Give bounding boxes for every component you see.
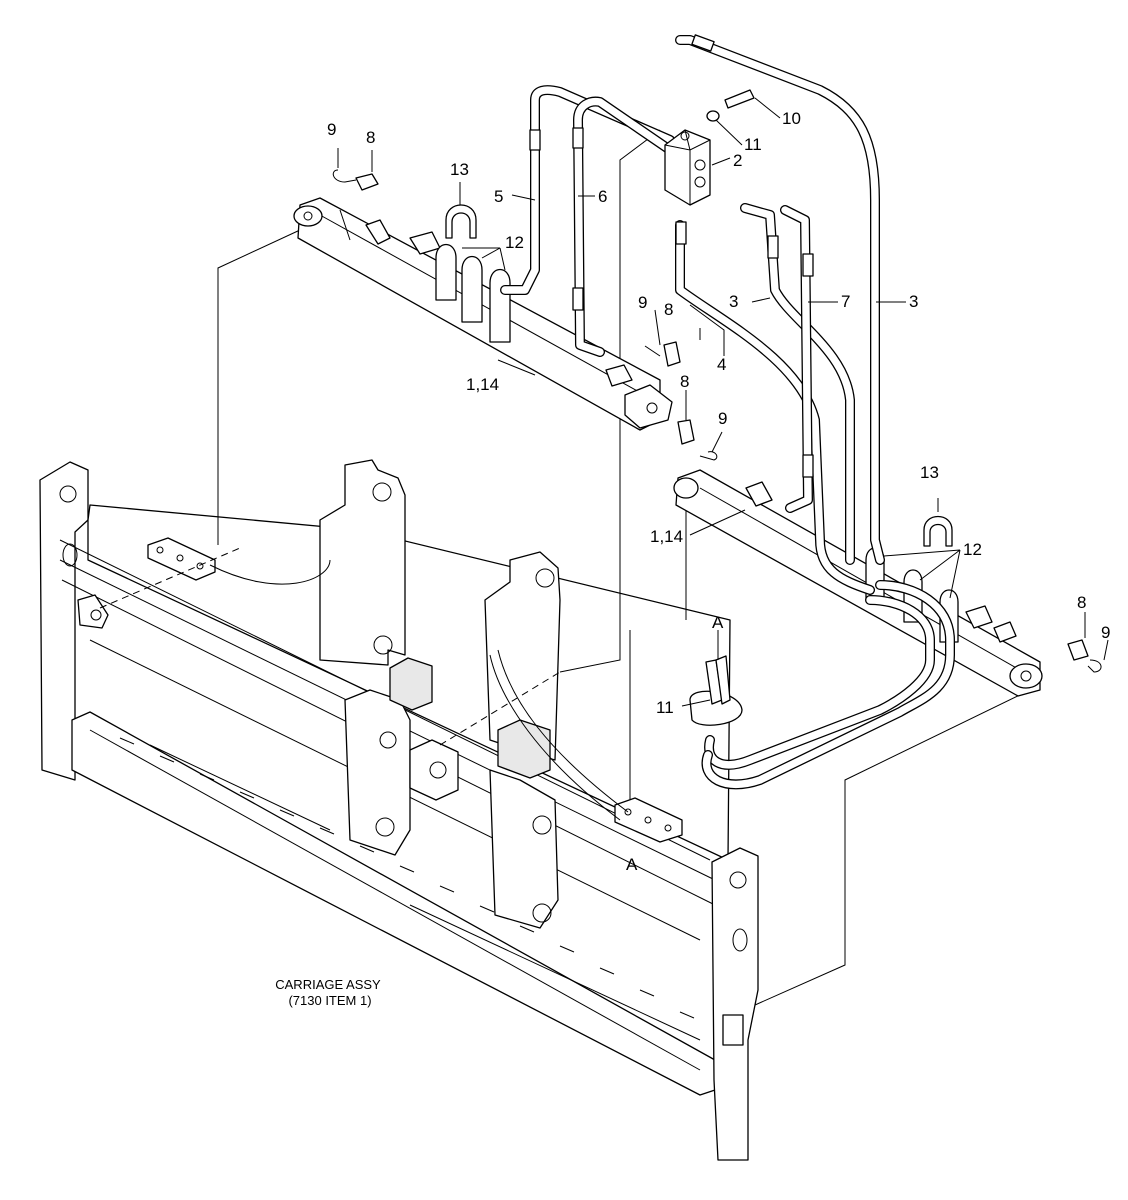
callout-leaders (337, 97, 1109, 707)
left-cylinder (293, 197, 673, 431)
label-item-11-top: 11 (744, 135, 762, 154)
label-item-12-left: 12 (505, 233, 524, 252)
caption-line-2: (7130 ITEM 1) (288, 993, 371, 1008)
label-item-7: 7 (841, 292, 850, 311)
label-item-9-lower: 9 (718, 409, 727, 428)
label-item-9-middle: 9 (638, 293, 647, 312)
label-item-2: 2 (733, 151, 742, 170)
label-item-5: 5 (494, 187, 503, 206)
label-item-8-top-left: 8 (366, 128, 375, 147)
hardware-parts (332, 89, 1102, 726)
carriage-assembly (39, 459, 759, 1161)
label-item-3-middle: 3 (729, 292, 738, 311)
label-item-1-14-right: 1,14 (650, 527, 683, 546)
label-item-8-right: 8 (1077, 593, 1086, 612)
label-item-4: 4 (717, 355, 726, 374)
caption-line-1: CARRIAGE ASSY (275, 977, 381, 992)
label-item-13-left: 13 (450, 160, 469, 179)
label-detail-a-top: A (712, 613, 724, 632)
label-item-9-top-left: 9 (327, 120, 336, 139)
valve-block (664, 129, 711, 206)
hose-routing (500, 34, 955, 790)
label-item-9-right: 9 (1101, 623, 1110, 642)
label-item-12-right: 12 (963, 540, 982, 559)
label-detail-a-lower: A (626, 855, 638, 874)
label-item-11-lower: 11 (656, 698, 674, 717)
label-item-8-middle: 8 (664, 300, 673, 319)
label-item-1-14-left: 1,14 (466, 375, 499, 394)
label-item-13-right: 13 (920, 463, 939, 482)
label-item-10: 10 (782, 109, 801, 128)
label-item-3-right: 3 (909, 292, 918, 311)
label-item-6: 6 (598, 187, 607, 206)
callout-labels: 9 8 13 5 6 12 1,14 9 8 8 9 4 3 7 3 10 11… (275, 109, 1110, 1008)
label-item-8-lower: 8 (680, 372, 689, 391)
